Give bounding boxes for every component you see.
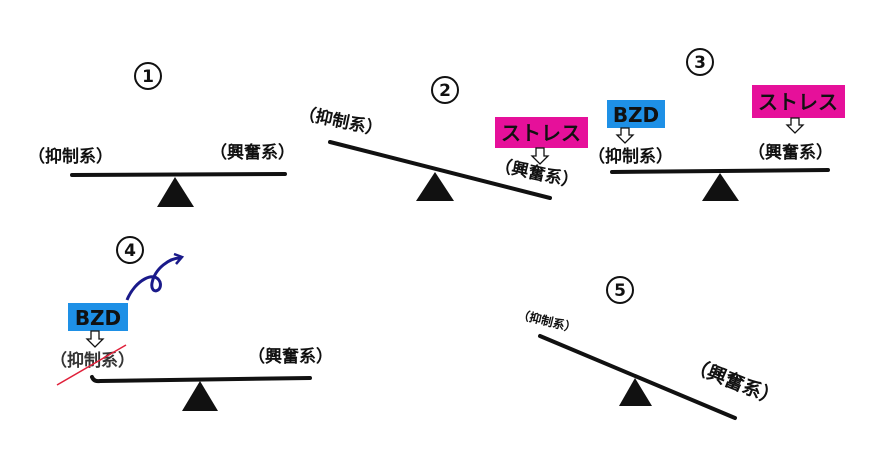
bzd-label: BZD	[75, 306, 121, 330]
fulcrum-triangle	[182, 381, 218, 411]
bzd-box	[607, 100, 665, 128]
panel-3: 3 BZD （抑制系） ストレス （興奮系）	[588, 48, 845, 201]
bzd-box	[68, 303, 128, 331]
fulcrum-triangle	[416, 172, 454, 201]
inhibitory-label: （抑制系）	[28, 146, 113, 167]
seesaw-beam	[90, 375, 312, 384]
excitatory-label: （興奮系）	[210, 142, 295, 163]
panel-number: 5	[614, 281, 626, 301]
stress-box	[495, 117, 588, 148]
seesaw-beam	[70, 172, 287, 177]
inhibitory-label: （抑制系）	[516, 306, 578, 335]
bzd-label: BZD	[613, 103, 659, 127]
panel-number: 2	[439, 81, 451, 101]
down-arrow-icon	[85, 330, 105, 348]
seesaw-beam	[538, 334, 737, 420]
inhibitory-label: （抑制系）	[297, 102, 385, 140]
down-arrow-icon	[615, 127, 635, 144]
fulcrum-triangle	[702, 173, 739, 201]
inhibitory-label: （抑制系）	[588, 146, 673, 167]
excitatory-label: （興奮系）	[748, 142, 833, 163]
panel-4: 4 BZD （抑制系） （興奮系）	[50, 236, 333, 411]
number-circle	[686, 48, 714, 76]
fulcrum-triangle	[619, 378, 652, 406]
stress-label: ストレス	[501, 121, 581, 145]
inhibitory-label: （抑制系）	[50, 350, 135, 371]
excitatory-label: （興奮系）	[248, 346, 333, 367]
arrowhead-icon	[173, 252, 185, 265]
number-circle	[134, 62, 162, 90]
number-circle	[606, 276, 634, 304]
down-arrow-icon	[785, 117, 805, 134]
curl-arrow-icon	[125, 256, 181, 301]
number-circle	[116, 236, 144, 264]
panel-number: 3	[694, 53, 706, 73]
seesaw-beam	[610, 168, 830, 174]
fulcrum-triangle	[157, 177, 194, 207]
panel-2: 2 （抑制系） ストレス （興奮系）	[297, 76, 588, 201]
panel-number: 4	[124, 241, 136, 261]
stress-box	[752, 85, 845, 118]
number-circle	[431, 76, 459, 104]
stress-label: ストレス	[758, 90, 838, 114]
panel-1: 1 （抑制系） （興奮系）	[28, 62, 295, 207]
seesaw-beam	[328, 140, 552, 200]
strike-through-line	[56, 344, 127, 386]
panel-5: 5 （抑制系） （興奮系）	[516, 276, 783, 420]
down-arrow-icon	[530, 147, 550, 165]
panel-number: 1	[142, 67, 154, 87]
